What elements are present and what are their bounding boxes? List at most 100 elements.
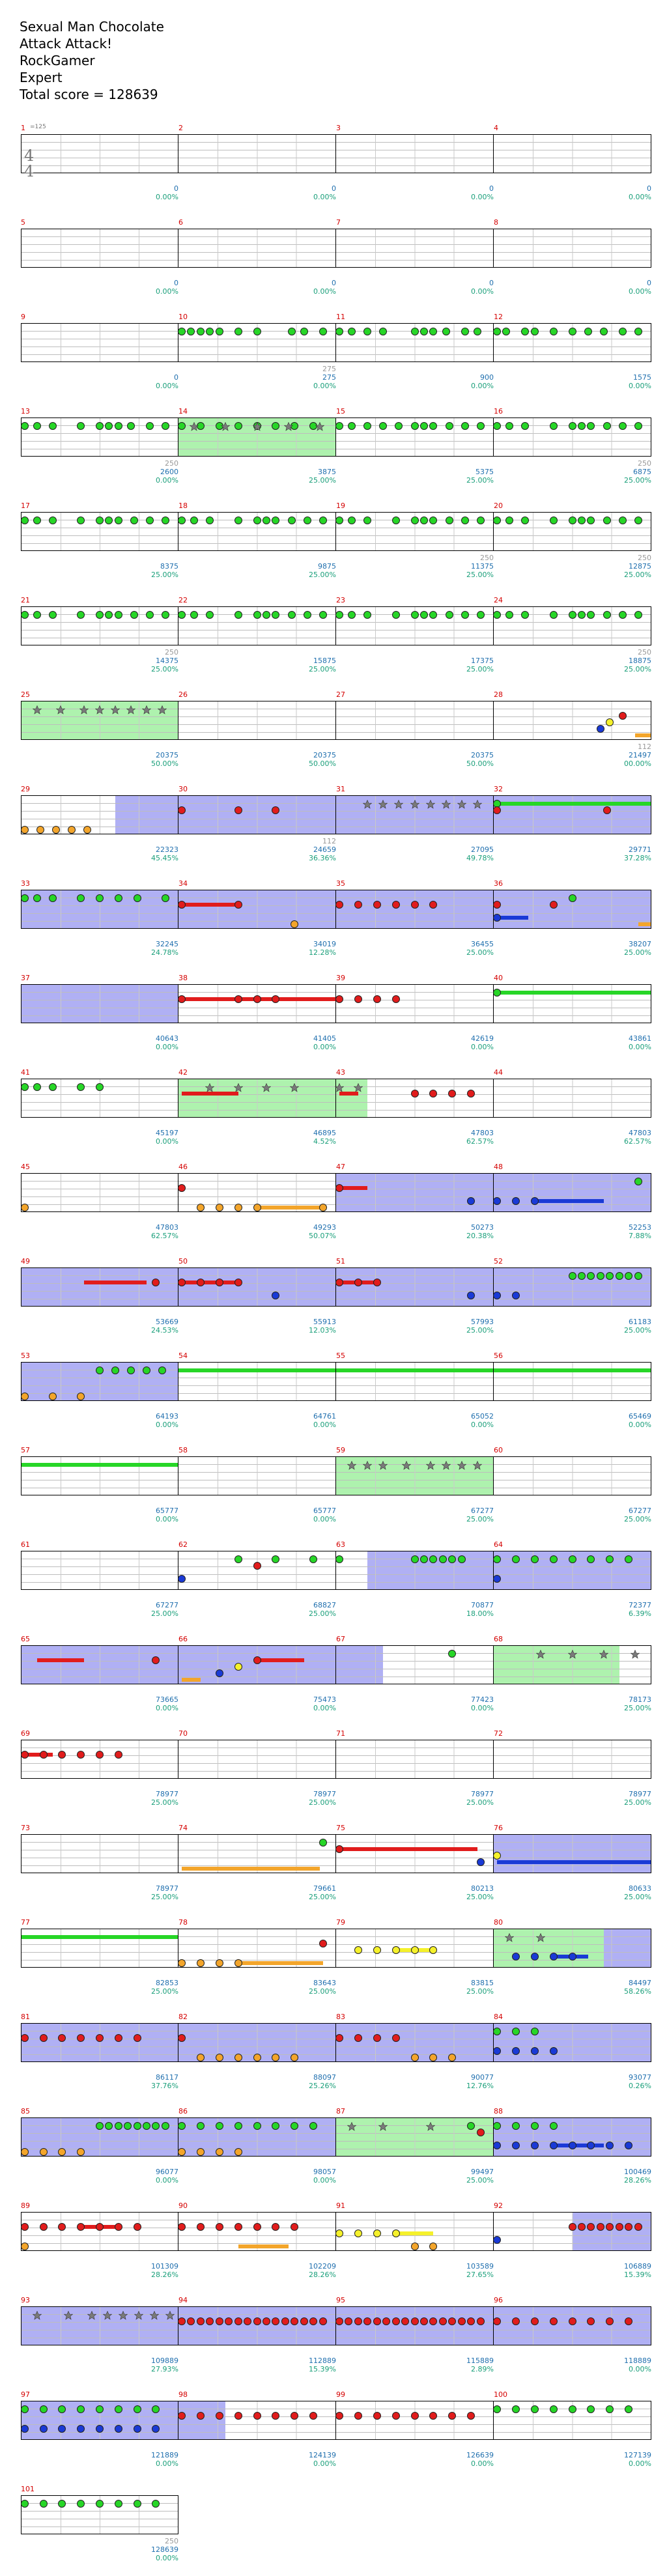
note-orange xyxy=(410,2054,419,2061)
measure-overdrive-percent: 25.00% xyxy=(309,1609,336,1618)
measure-cumulative-score: 12875 xyxy=(629,562,651,571)
note-orange xyxy=(272,2054,280,2061)
measure-cumulative-score: 78173 xyxy=(629,1695,651,1704)
star-note-icon xyxy=(378,799,388,809)
note-red xyxy=(177,2317,186,2325)
measure-overdrive-percent: 25.00% xyxy=(466,1798,494,1807)
note-red xyxy=(177,995,186,1003)
measure-staff xyxy=(20,1740,178,1779)
note-green xyxy=(577,517,586,524)
note-green xyxy=(615,1272,623,1280)
measure-staff xyxy=(20,512,178,551)
overdrive-activation xyxy=(178,890,335,928)
note-green xyxy=(234,611,242,619)
measure-number: 15 xyxy=(336,407,345,416)
note-green xyxy=(161,894,169,902)
measure-staff xyxy=(177,984,336,1023)
measure-staff xyxy=(20,1362,178,1401)
measure-note-count xyxy=(309,2065,336,2073)
measure-staff xyxy=(492,2117,651,2157)
beat-lines xyxy=(178,135,335,173)
measure-note-count xyxy=(471,1404,494,1412)
beat-lines xyxy=(21,796,178,834)
measure-note-count: 250 xyxy=(480,554,494,562)
measure-cumulative-score: 0 xyxy=(332,279,336,287)
note-red xyxy=(476,2129,485,2136)
note-green xyxy=(568,1272,576,1280)
measure-cumulative-score: 124139 xyxy=(309,2451,336,2459)
note-green xyxy=(145,611,154,619)
note-green xyxy=(177,611,186,619)
note-red xyxy=(253,995,261,1003)
note-red xyxy=(429,2412,438,2420)
note-red xyxy=(401,2317,410,2325)
measure-note-count xyxy=(156,2159,178,2168)
measure-note-count: 275 xyxy=(322,365,336,373)
note-green xyxy=(587,1555,595,1563)
note-yellow xyxy=(354,1946,362,1954)
note-green xyxy=(502,328,511,335)
measure-number: 69 xyxy=(21,1729,30,1738)
measure-staff xyxy=(177,512,336,551)
staff-lines xyxy=(336,229,493,267)
note-green xyxy=(603,422,611,430)
note-red xyxy=(448,2317,457,2325)
sustain-green xyxy=(496,991,651,995)
note-green xyxy=(348,517,356,524)
note-red xyxy=(309,2412,318,2420)
note-red xyxy=(335,1184,343,1192)
note-red xyxy=(448,2412,457,2420)
note-blue xyxy=(596,725,604,733)
note-red xyxy=(234,2317,242,2325)
measure-overdrive-percent: 25.00% xyxy=(151,1893,178,1901)
note-green xyxy=(511,1555,520,1563)
note-blue xyxy=(530,2047,539,2055)
measure-cumulative-score: 100469 xyxy=(624,2168,651,2176)
note-red xyxy=(391,2412,400,2420)
staff-lines xyxy=(21,324,178,361)
note-green xyxy=(77,2500,85,2508)
note-green xyxy=(253,517,261,524)
note-green xyxy=(20,1083,29,1091)
measure-cumulative-score: 57993 xyxy=(471,1318,494,1326)
measure-cumulative-score: 15875 xyxy=(313,657,336,665)
measure-note-count xyxy=(313,1120,336,1129)
note-red xyxy=(354,995,362,1003)
measure-note-count xyxy=(624,1781,651,1790)
note-orange xyxy=(253,1204,261,1211)
measure-cumulative-score: 64193 xyxy=(156,1412,178,1421)
note-red xyxy=(354,2412,362,2420)
total-score: Total score = 128639 xyxy=(20,87,158,102)
note-red xyxy=(587,2223,595,2231)
note-green xyxy=(363,328,372,335)
measure-staff xyxy=(177,2023,336,2062)
measure-overdrive-percent: 0.26% xyxy=(629,2082,651,2090)
beat-lines xyxy=(21,985,178,1023)
measure-number: 89 xyxy=(21,2201,30,2210)
sustain-red xyxy=(257,1658,304,1662)
measure-overdrive-percent: 0.00% xyxy=(471,193,494,201)
measure-overdrive-percent: 25.00% xyxy=(309,571,336,579)
measure-cumulative-score: 61183 xyxy=(629,1318,651,1326)
measure-number: 30 xyxy=(178,785,188,793)
measure-cumulative-score: 0 xyxy=(174,373,178,382)
beat-lines xyxy=(336,229,493,267)
measure-cumulative-score: 121889 xyxy=(151,2451,178,2459)
sustain-orange xyxy=(638,922,651,926)
note-green xyxy=(335,422,343,430)
